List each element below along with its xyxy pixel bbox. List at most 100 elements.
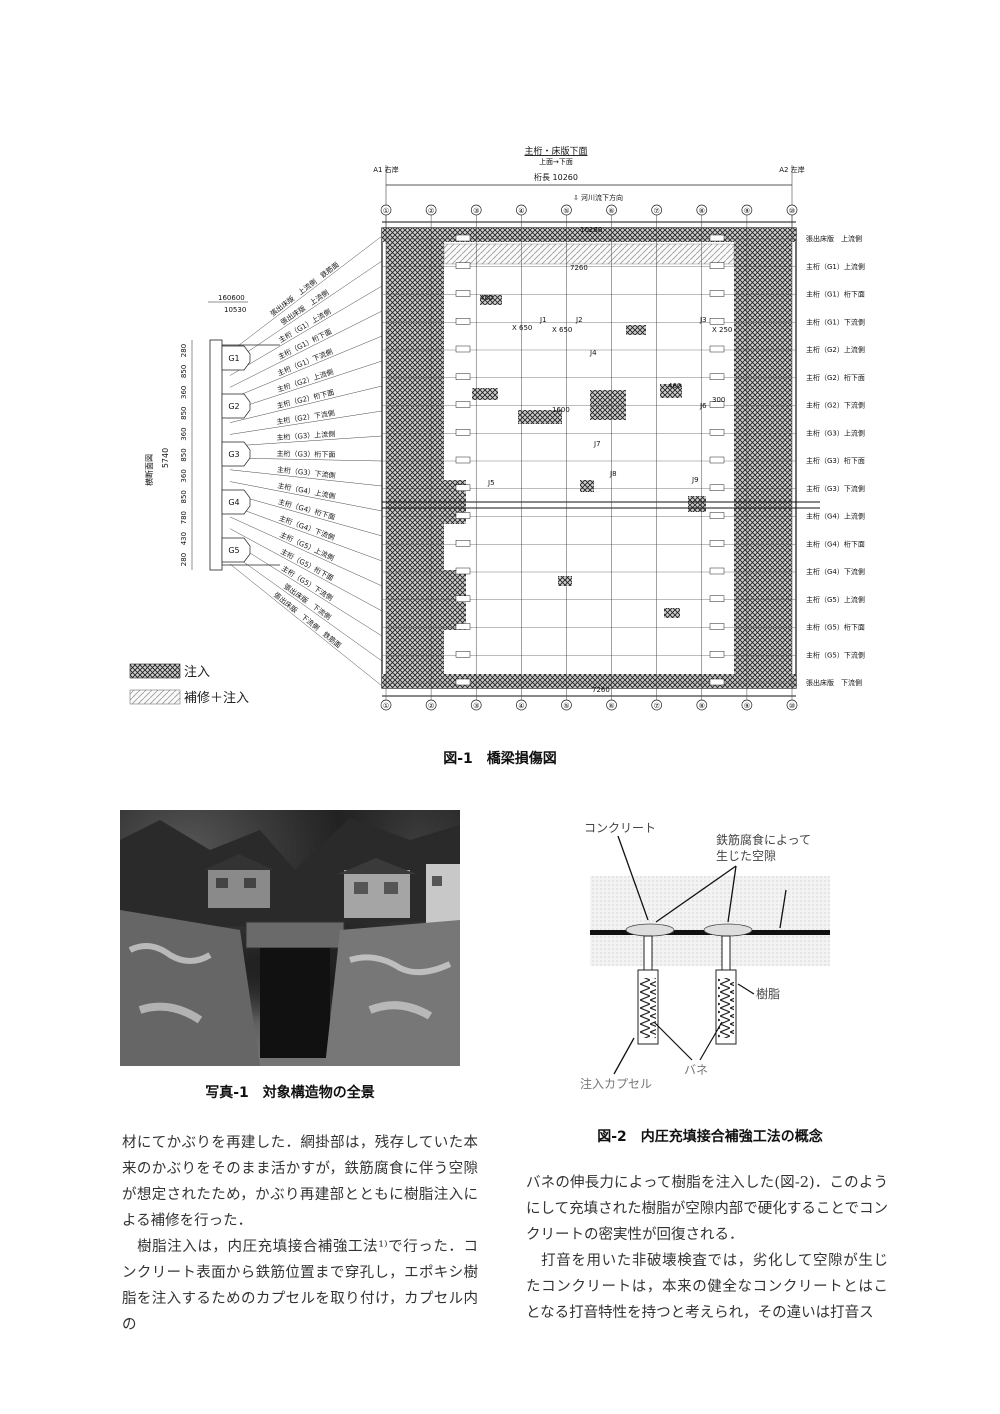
grid-number-bottom: ⑧: [699, 702, 705, 710]
marker-left: [455, 651, 471, 658]
legend-swatch-repair: [129, 689, 181, 705]
legend-label-injection: 注入: [184, 665, 210, 680]
marker-right: [709, 623, 725, 630]
text-column-right: バネの伸長力によって樹脂を注入した(図-2)．このようにして充填された樹脂が空隙…: [526, 1170, 888, 1326]
grid-number-bottom: ⑩: [789, 702, 795, 710]
cross-dim: 850: [180, 365, 188, 378]
leader-line: [229, 493, 383, 537]
grid-number-top: ③: [473, 207, 479, 215]
concrete-block: [590, 876, 830, 966]
marker-left: [455, 512, 471, 519]
cross-dim: 850: [180, 407, 188, 420]
figure-2: コンクリート 鉄筋腐食によって 生じた空隙 鉄筋 樹脂 バネ 注入カプセル: [560, 816, 860, 1096]
marker-left: [455, 595, 471, 602]
label-spring: バネ: [684, 1063, 708, 1077]
marker-right: [709, 401, 725, 408]
label-capsule: 注入カプセル: [580, 1076, 652, 1091]
grid-number-top: ②: [428, 207, 434, 215]
left-label: 主桁（G4）上流側: [277, 481, 337, 501]
void-1: [625, 923, 675, 937]
right-label: 主桁（G1）上流側: [806, 262, 865, 271]
right-label: 主桁（G1）下流側: [806, 317, 865, 326]
marker-right: [709, 373, 725, 380]
girder-label: G5: [228, 546, 239, 555]
svg-text:J5: J5: [487, 479, 495, 487]
leader-line: [229, 457, 383, 462]
grid-number-top: ⑥: [608, 207, 614, 215]
grid-number-bottom: ③: [473, 702, 479, 710]
top-title: 主桁・床版下面: [524, 145, 587, 157]
grid-number-bottom: ⑥: [608, 702, 614, 710]
svg-text:J1: J1: [539, 316, 547, 324]
top-subtitle: 上面→下面: [539, 157, 573, 166]
marker-left: [455, 234, 471, 242]
left-label: 主桁（G3）上流側: [276, 429, 335, 442]
leader-line: [229, 528, 383, 612]
leader-line: [229, 540, 383, 637]
right-label: 主桁（G2）桁下面: [806, 373, 865, 382]
cross-dim: 780: [180, 511, 188, 524]
girder-label: G4: [228, 498, 239, 507]
marker-left: [455, 262, 471, 269]
girder-section: [221, 441, 251, 467]
marker-left: [455, 567, 471, 575]
grid-number-top: ⑧: [699, 207, 705, 215]
right-label: 主桁（G2）上流側: [806, 345, 865, 354]
marker-left: [455, 429, 471, 436]
grid-number-bottom: ①: [383, 702, 389, 710]
paragraph: 樹脂注入は，内圧充填接合補強工法¹⁾で行った．コンクリート表面から鉄筋位置まで穿…: [122, 1239, 478, 1333]
marker-right: [709, 540, 725, 547]
photo-1-caption: 写真-1 対象構造物の全景: [205, 1085, 375, 1101]
grid-number-bottom: ④: [518, 702, 524, 710]
svg-text:J9: J9: [691, 476, 699, 484]
grid-number-top: ①: [383, 207, 389, 215]
label-void-1: 鉄筋腐食によって: [716, 832, 811, 847]
leader-line: [229, 285, 383, 376]
leader-line: [229, 481, 383, 512]
svg-text:J7: J7: [593, 440, 601, 448]
paragraph: バネの伸長力によって樹脂を注入した(図-2)．このようにして充填された樹脂が空隙…: [526, 1175, 888, 1243]
girder-label: G1: [228, 354, 239, 363]
marker-left: [455, 484, 471, 491]
cross-dim: 360: [180, 427, 188, 440]
svg-text:X 650: X 650: [552, 326, 572, 334]
girder-label: G2: [228, 402, 239, 411]
paragraph: 材にてかぶりを再建した．網掛部は，残存していた本来のかぶりをそのまま活かすが，鉄…: [122, 1135, 478, 1229]
cross-dim: 360: [180, 386, 188, 399]
right-label: 主桁（G1）桁下面: [806, 290, 865, 299]
right-label: 主桁（G4）下流側: [806, 567, 865, 576]
figure-1: 主桁・床版下面 上面→下面 桁長 10260 ⇩ 河川流下方向 A1 右岸 A2…: [120, 140, 880, 720]
marker-left: [455, 373, 471, 380]
figure-2-caption: 図-2 内圧充填接合補強工法の概念: [597, 1129, 823, 1145]
leader-line: [229, 552, 383, 662]
girder-section: [221, 537, 251, 563]
marker-right: [709, 429, 725, 436]
label-resin: 樹脂: [756, 986, 780, 1001]
injection-concept-diagram: コンクリート 鉄筋腐食によって 生じた空隙 鉄筋 樹脂 バネ 注入カプセル: [580, 821, 830, 1091]
marker-right: [709, 678, 725, 686]
right-label: 主桁（G3）下流側: [806, 484, 865, 493]
marker-left: [455, 456, 471, 464]
marker-left: [455, 401, 471, 408]
svg-text:J4: J4: [589, 349, 597, 357]
grid-number-top: ④: [518, 207, 524, 215]
marker-right: [709, 234, 725, 242]
right-label: 主桁（G5）上流側: [806, 595, 865, 604]
text-column-left: 材にてかぶりを再建した．網掛部は，残存していた本来のかぶりをそのまま活かすが，鉄…: [122, 1130, 478, 1338]
girder-section: [221, 489, 251, 515]
leader-line: [229, 563, 383, 687]
right-label: 張出床版 下流側: [806, 678, 862, 687]
cross-dim: 360: [180, 469, 188, 482]
marker-left: [455, 318, 471, 325]
girder-section: [221, 345, 251, 371]
photo-illustration: [120, 818, 460, 1066]
girder-label: G3: [228, 450, 239, 459]
girder-section: [221, 393, 251, 419]
grid-number-bottom: ②: [428, 702, 434, 710]
marker-right: [709, 484, 725, 491]
right-label: 主桁（G5）下流側: [806, 650, 865, 659]
marker-left: [455, 623, 471, 630]
leader-line: [229, 335, 383, 400]
marker-right: [709, 290, 725, 297]
